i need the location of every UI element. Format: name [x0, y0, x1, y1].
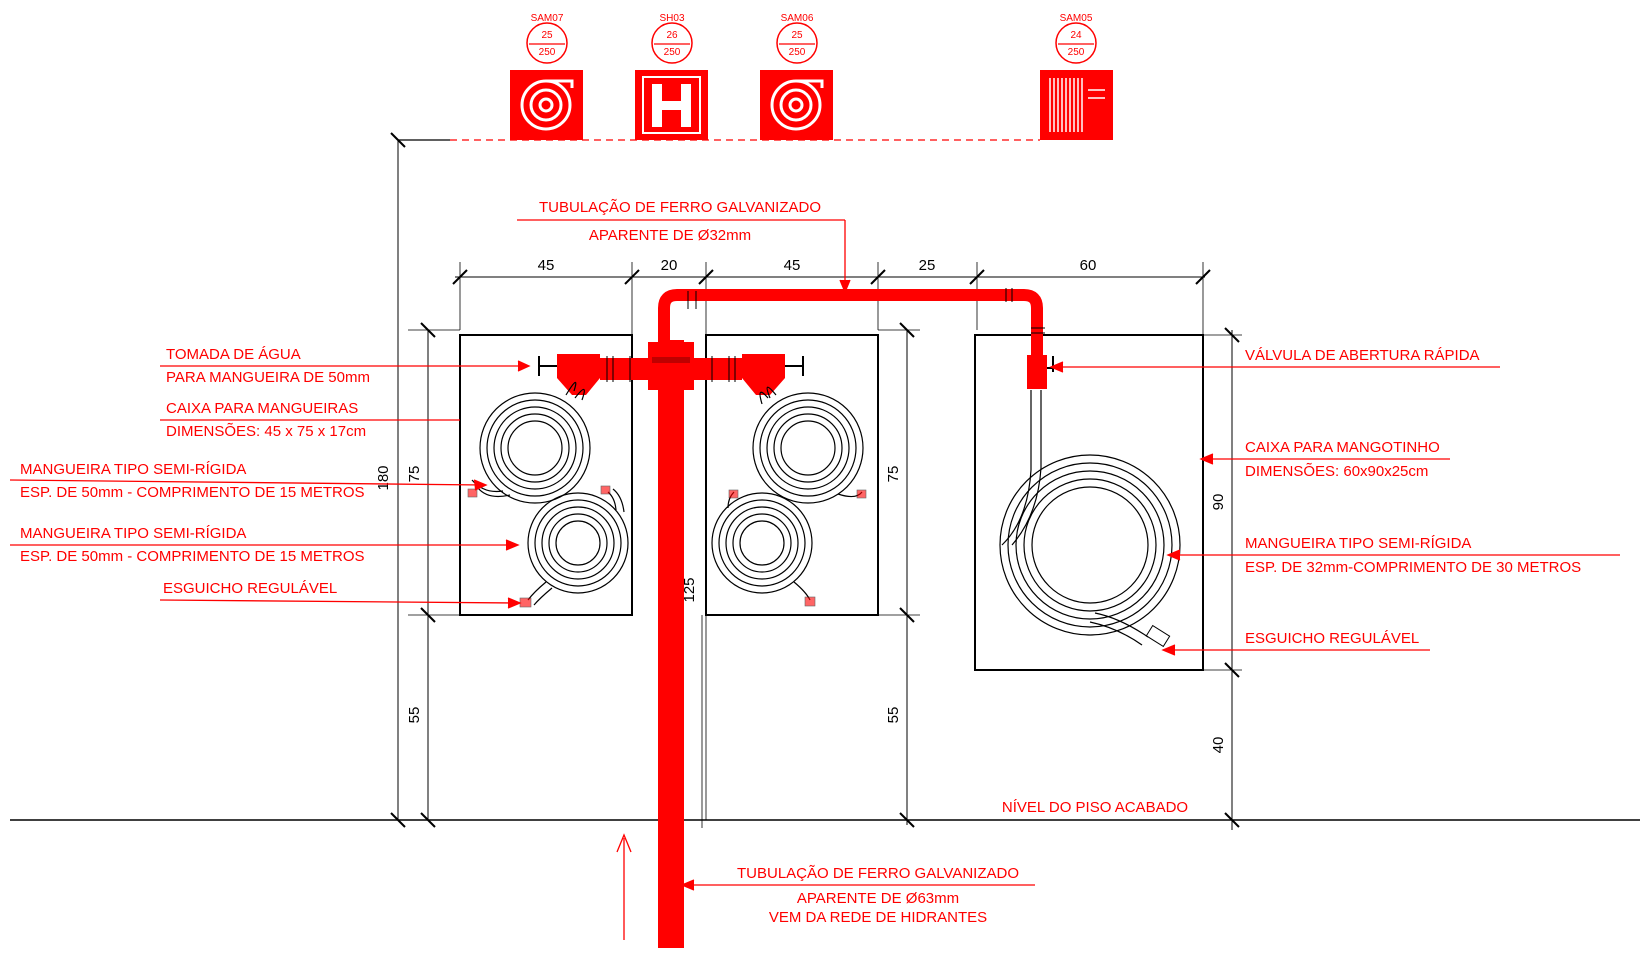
hose-box-left — [459, 334, 633, 616]
hose-box-middle — [705, 334, 879, 616]
dim-top-1: 45 — [538, 257, 555, 274]
mangotinho-label-1: CAIXA PARA MANGOTINHO — [1245, 439, 1440, 456]
sign-code: SAM06 — [781, 13, 814, 24]
mangotinho-label-2: DIMENSÕES: 60x90x25cm — [1245, 463, 1428, 480]
sign-code: SH03 — [659, 13, 684, 24]
dim-right-box: 90 — [1210, 494, 1227, 511]
hose3-label-1: MANGUEIRA TIPO SEMI-RÍGIDA — [1245, 535, 1471, 552]
pipe63-label-2: APARENTE DE Ø63mm — [797, 890, 959, 907]
dim-left-box: 75 — [406, 466, 423, 483]
hose2-label-2: ESP. DE 50mm - COMPRIMENTO DE 15 METROS — [20, 548, 365, 565]
sign-sh03: SH03 26 250 — [635, 13, 708, 140]
dim-top-2: 20 — [661, 257, 678, 274]
sign-number: 24 — [1070, 30, 1082, 41]
sign-height: 250 — [664, 47, 681, 58]
sign-height: 250 — [789, 47, 806, 58]
pipe32-label-1: TUBULAÇÃO DE FERRO GALVANIZADO — [539, 199, 821, 216]
pipe-network — [538, 288, 1054, 948]
sign-height: 250 — [1068, 47, 1085, 58]
hose3-label-2: ESP. DE 32mm-COMPRIMENTO DE 30 METROS — [1245, 559, 1581, 576]
dim-left-floor: 55 — [406, 707, 423, 724]
dim-riser: 125 — [681, 577, 698, 602]
hydrant-h-icon — [642, 76, 701, 134]
floor-label: NÍVEL DO PISO ACABADO — [1002, 799, 1188, 816]
sign-code: SAM05 — [1060, 13, 1093, 24]
dim-top-4: 25 — [919, 257, 936, 274]
sign-height: 250 — [539, 47, 556, 58]
sign-number: 26 — [666, 30, 678, 41]
hose-coil-left-top — [471, 381, 591, 504]
hose2-label-1: MANGUEIRA TIPO SEMI-RÍGIDA — [20, 525, 246, 542]
hose-reel-icon — [770, 79, 824, 131]
caixa-label-1: CAIXA PARA MANGUEIRAS — [166, 400, 358, 417]
sign-sam05: SAM05 24 250 — [1040, 13, 1113, 140]
sign-code: SAM07 — [531, 13, 564, 24]
dim-right-floor: 40 — [1210, 737, 1227, 754]
nozzle-right-label: ESGUICHO REGULÁVEL — [1245, 630, 1419, 647]
dim-total-height: 180 — [375, 465, 392, 490]
nozzle-right — [1145, 624, 1171, 648]
dim-top-3: 45 — [784, 257, 801, 274]
pipe63-label-3: VEM DA REDE DE HIDRANTES — [769, 909, 987, 926]
valve-label: VÁLVULA DE ABERTURA RÁPIDA — [1245, 347, 1480, 364]
sign-number: 25 — [791, 30, 803, 41]
tomada-label-1: TOMADA DE ÁGUA — [166, 346, 301, 363]
dim-mid-box: 75 — [885, 466, 902, 483]
hose-coil-left-bottom — [527, 488, 629, 606]
dim-mid-floor: 55 — [885, 707, 902, 724]
pipe63-label-1: TUBULAÇÃO DE FERRO GALVANIZADO — [737, 865, 1019, 882]
dim-top-5: 60 — [1080, 257, 1097, 274]
hose1-label-2: ESP. DE 50mm - COMPRIMENTO DE 15 METROS — [20, 484, 365, 501]
hose1-label-1: MANGUEIRA TIPO SEMI-RÍGIDA — [20, 461, 246, 478]
sign-sam06: SAM06 25 250 — [760, 13, 833, 140]
nozzle-left-label: ESGUICHO REGULÁVEL — [163, 580, 337, 597]
sign-sam07: SAM07 25 250 — [510, 13, 583, 140]
hose-rack-icon — [1049, 78, 1105, 132]
hose-coil-middle-bottom — [711, 491, 813, 601]
pipe32-label-2: APARENTE DE Ø32mm — [589, 227, 751, 244]
sign-number: 25 — [541, 30, 553, 41]
caixa-label-2: DIMENSÕES: 45 x 75 x 17cm — [166, 423, 366, 440]
hose-reel-icon — [520, 79, 574, 131]
mangotinho-box — [974, 334, 1204, 671]
tomada-label-2: PARA MANGUEIRA DE 50mm — [166, 369, 370, 386]
hose-coil-middle-top — [752, 386, 864, 504]
hose-coil-right — [999, 390, 1181, 646]
